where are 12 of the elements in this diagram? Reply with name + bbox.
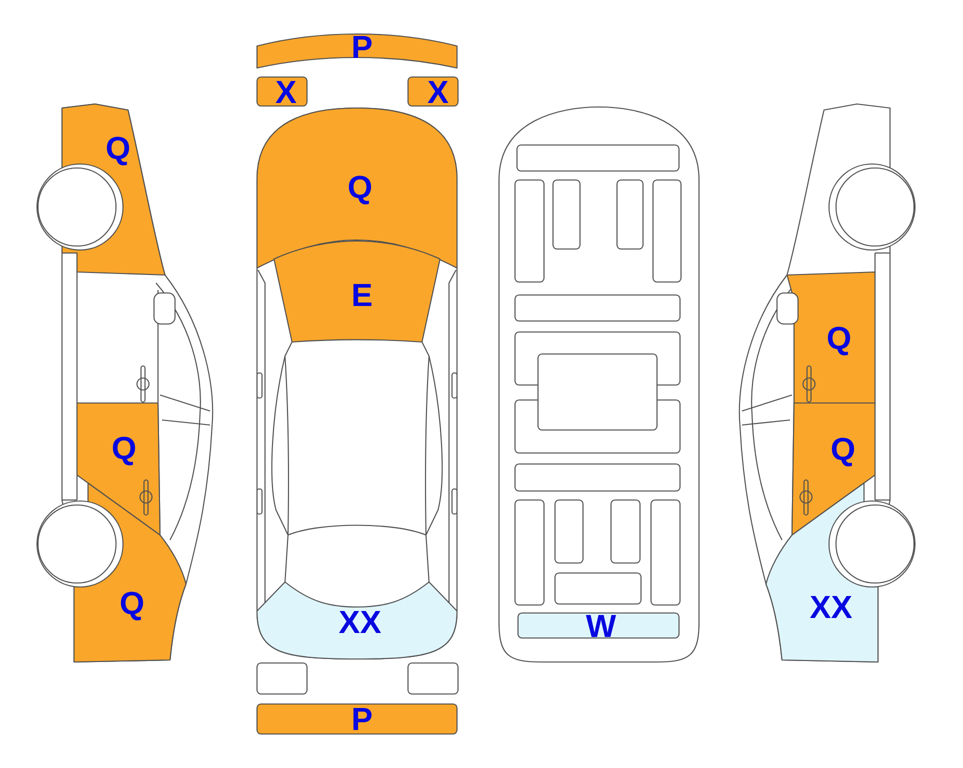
bumper-panel: P [256,33,458,69]
car-panel [407,662,459,695]
car-panel: X [407,76,459,107]
car-panel: Q [76,402,161,536]
car-panel: E [273,240,441,343]
car-panel [256,662,308,695]
car-panel: Q [791,402,876,536]
car-panel: Q [256,107,458,269]
car-panel: W [517,612,680,639]
car-panel: X [256,76,308,107]
car-panel: XX [256,581,458,660]
bumper-panel: P [256,703,458,735]
